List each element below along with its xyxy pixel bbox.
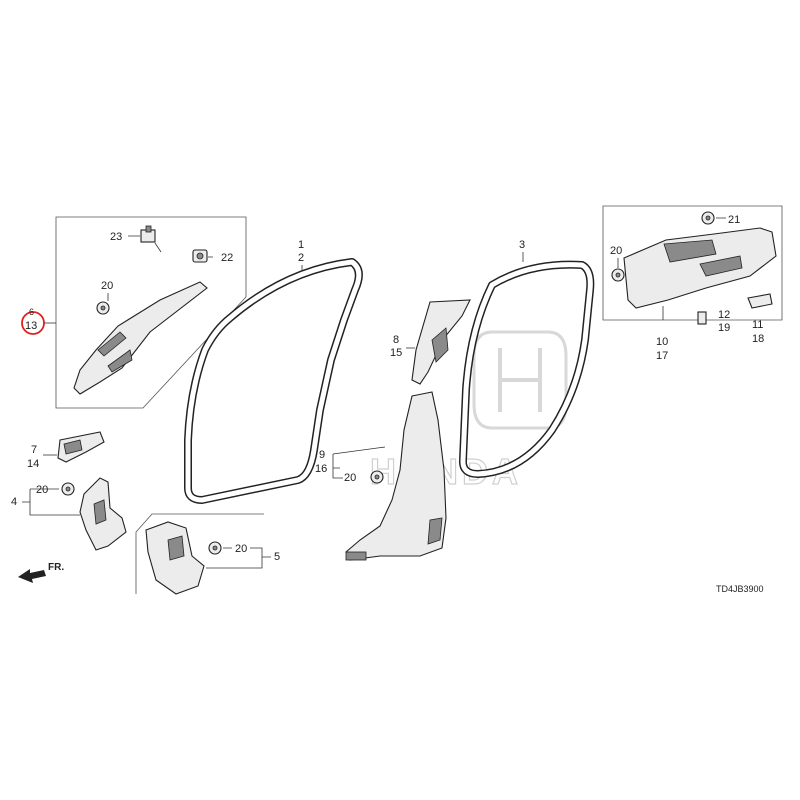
callout-8[interactable]: 8 — [393, 334, 399, 346]
callout-14[interactable]: 14 — [27, 458, 39, 470]
clip-20d-icon — [61, 482, 75, 496]
rear-door-weatherstrip[interactable] — [458, 260, 595, 478]
callout-12[interactable]: 12 — [718, 309, 730, 321]
clip-22-icon — [192, 249, 208, 263]
callout-20-d[interactable]: 20 — [36, 484, 48, 496]
callout-11[interactable]: 11 — [752, 319, 763, 331]
clip-21-icon — [701, 211, 715, 225]
b-pillar-upper-garnish[interactable] — [411, 299, 471, 385]
callout-3[interactable]: 3 — [519, 239, 525, 251]
sill-trim-group-box — [135, 513, 264, 594]
callout-9[interactable]: 9 — [319, 449, 325, 461]
callout-21[interactable]: 21 — [728, 214, 740, 226]
bracket-11-icon[interactable] — [747, 293, 773, 309]
bracket-7-part[interactable] — [57, 431, 105, 463]
a-pillar-group-box — [55, 216, 247, 409]
callout-5[interactable]: 5 — [274, 551, 280, 563]
callout-1[interactable]: 1 — [298, 239, 304, 251]
clip-20c-icon — [611, 268, 625, 282]
b-pillar-lower-garnish[interactable] — [345, 391, 447, 561]
callout-7[interactable]: 7 — [31, 444, 37, 456]
clip-12-icon[interactable] — [697, 311, 707, 325]
callout-23[interactable]: 23 — [110, 231, 122, 243]
callout-4[interactable]: 4 — [11, 496, 17, 508]
callout-6[interactable]: 6 — [29, 307, 34, 317]
clip-23-icon — [140, 225, 156, 243]
front-kick-panel[interactable] — [79, 477, 127, 551]
callout-17[interactable]: 17 — [656, 350, 668, 362]
a-pillar-garnish[interactable] — [73, 281, 208, 395]
clip-20b-icon — [370, 470, 384, 484]
front-door-weatherstrip[interactable] — [184, 258, 363, 504]
callout-13[interactable]: 13 — [25, 320, 37, 332]
front-direction-label: FR. — [48, 562, 64, 573]
rear-quarter-trim[interactable] — [623, 227, 777, 309]
front-arrow-icon — [18, 569, 46, 583]
callout-10[interactable]: 10 — [656, 336, 668, 348]
callout-20-b[interactable]: 20 — [344, 472, 356, 484]
callout-20-c[interactable]: 20 — [610, 245, 622, 257]
callout-18[interactable]: 18 — [752, 333, 764, 345]
callout-20-e[interactable]: 20 — [235, 543, 247, 555]
clip-20a-icon — [96, 301, 110, 315]
callout-19[interactable]: 19 — [718, 322, 730, 334]
callout-20-a[interactable]: 20 — [101, 280, 113, 292]
callout-22[interactable]: 22 — [221, 252, 233, 264]
side-sill-trim[interactable] — [145, 521, 205, 595]
callout-15[interactable]: 15 — [390, 347, 402, 359]
diagram-code: TD4JB3900 — [716, 584, 764, 594]
callout-2[interactable]: 2 — [298, 252, 304, 264]
rear-trim-group-box — [602, 205, 783, 321]
clip-20e-icon — [208, 541, 222, 555]
callout-16[interactable]: 16 — [315, 463, 327, 475]
